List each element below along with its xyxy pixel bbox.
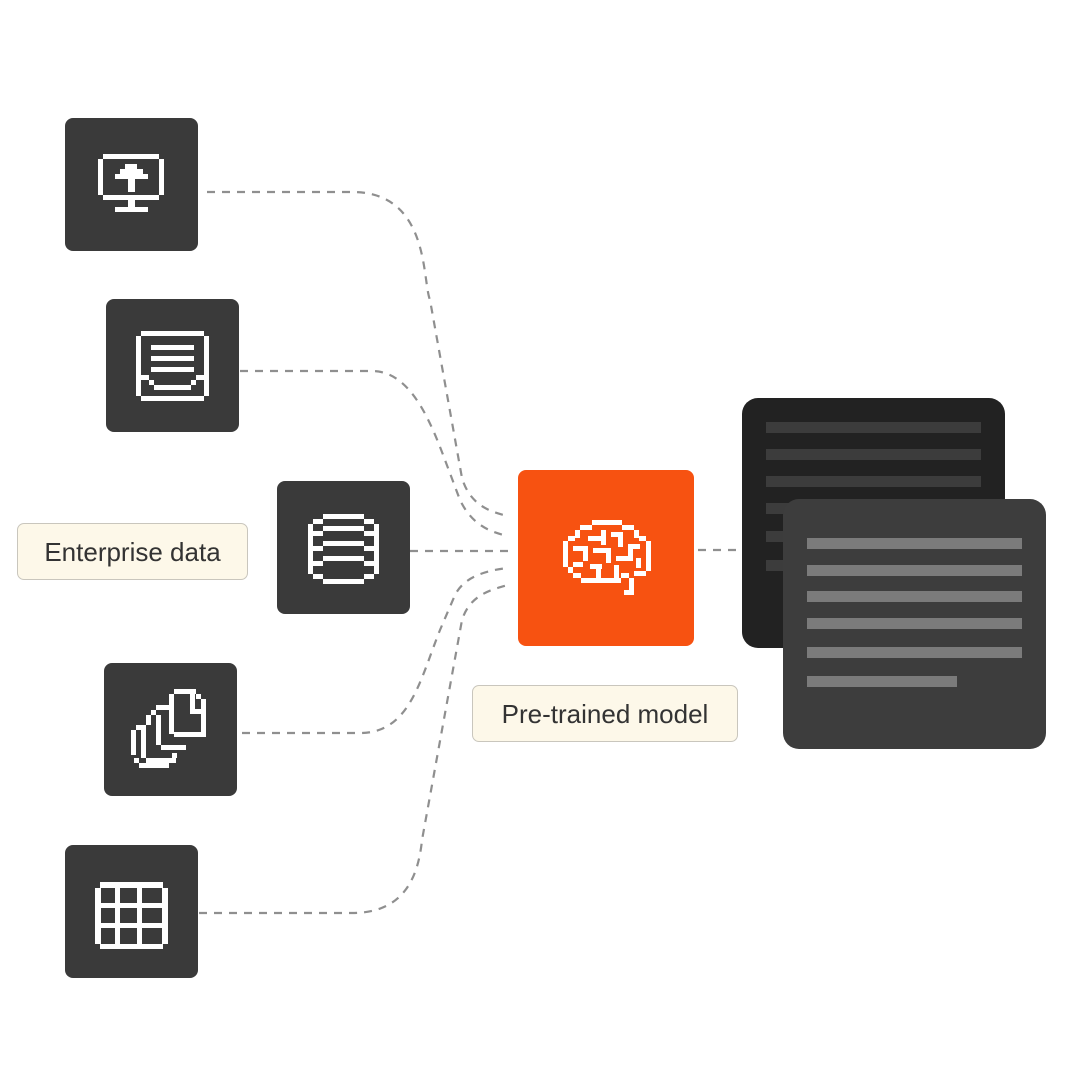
text-line <box>807 647 1022 658</box>
connector-monitor <box>207 190 509 518</box>
pretrained-model-label: Pre-trained model <box>472 685 738 742</box>
text-line <box>766 422 981 433</box>
source-monitor <box>65 118 198 251</box>
text-line <box>766 476 981 487</box>
source-database <box>277 481 410 614</box>
output-document-front <box>783 499 1046 749</box>
text-line <box>807 676 957 687</box>
brain-icon <box>563 520 651 595</box>
text-line <box>807 591 1022 602</box>
source-files <box>104 663 237 796</box>
monitor-upload-icon <box>98 154 164 212</box>
connector-inbox <box>240 369 509 538</box>
enterprise-data-label: Enterprise data <box>17 523 248 580</box>
connector-files <box>242 566 509 735</box>
database-icon <box>308 514 379 584</box>
text-line <box>807 538 1022 549</box>
stacked-files-icon <box>131 689 206 768</box>
text-line <box>766 449 981 460</box>
source-inbox <box>106 299 239 432</box>
text-line <box>807 565 1022 576</box>
inbox-document-icon <box>136 331 209 401</box>
pretrained-model-node <box>518 470 694 646</box>
connector-table <box>199 583 509 915</box>
table-grid-icon <box>95 882 168 949</box>
source-table <box>65 845 198 978</box>
text-line <box>807 618 1022 629</box>
